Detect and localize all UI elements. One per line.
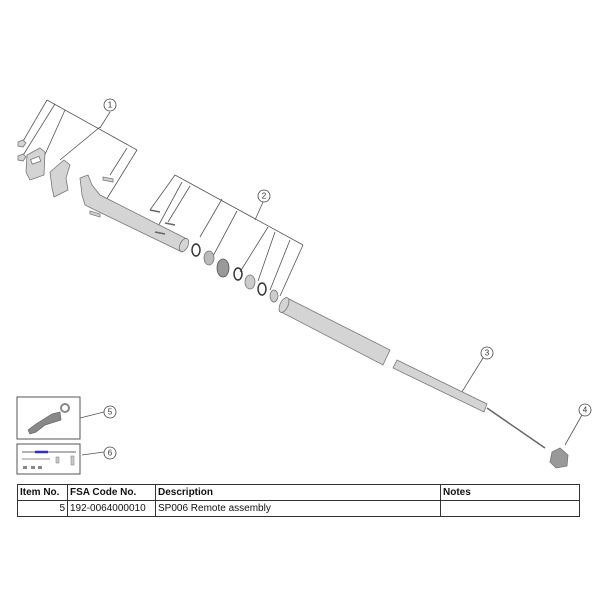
lower-tube bbox=[280, 297, 391, 366]
saddle-clamp bbox=[49, 159, 71, 198]
bolt bbox=[89, 210, 101, 218]
bushing bbox=[244, 274, 256, 290]
seal-head bbox=[216, 258, 230, 278]
bolt bbox=[102, 176, 114, 183]
o-ring bbox=[257, 282, 267, 296]
exploded-parts-diagram: 1 2 3 4 5 6 bbox=[16, 98, 592, 475]
callout-3: 3 bbox=[480, 346, 494, 360]
callout-2-label: 2 bbox=[262, 192, 267, 201]
bushing bbox=[269, 289, 279, 303]
o-ring bbox=[191, 243, 201, 257]
header-description: Description bbox=[155, 484, 441, 501]
header-notes: Notes bbox=[440, 484, 580, 501]
table-row: 5 192-0064000010 SP006 Remote assembly bbox=[17, 500, 580, 517]
callout-5-label: 5 bbox=[108, 408, 113, 417]
cable-actuator bbox=[549, 447, 569, 469]
clamp-plate bbox=[25, 147, 46, 181]
callout-4: 4 bbox=[578, 403, 592, 417]
leader-lines bbox=[21, 99, 583, 456]
parts bbox=[17, 139, 569, 469]
callout-6-label: 6 bbox=[108, 449, 113, 458]
callout-2: 2 bbox=[257, 189, 271, 203]
cell-notes bbox=[440, 500, 580, 517]
callout-1: 1 bbox=[103, 98, 117, 112]
nut-part bbox=[17, 139, 27, 148]
callouts: 1 2 3 4 5 6 bbox=[103, 98, 592, 460]
bushing bbox=[203, 250, 215, 266]
cell-description: SP006 Remote assembly bbox=[155, 500, 441, 517]
inset-remote bbox=[16, 396, 81, 440]
inset-cable-kit bbox=[16, 443, 81, 475]
cell-item-no: 5 bbox=[17, 500, 68, 517]
callout-6: 6 bbox=[103, 446, 117, 460]
parts-table: Item No. FSA Code No. Description Notes … bbox=[17, 484, 580, 517]
nut-part bbox=[17, 153, 27, 162]
table-header-row: Item No. FSA Code No. Description Notes bbox=[17, 484, 580, 501]
callout-5: 5 bbox=[103, 405, 117, 419]
cell-fsa-code: 192-0064000010 bbox=[67, 500, 156, 517]
cartridge bbox=[392, 359, 488, 413]
o-ring bbox=[233, 267, 243, 281]
callout-1-label: 1 bbox=[108, 101, 113, 110]
callout-4-label: 4 bbox=[583, 406, 588, 415]
header-item-no: Item No. bbox=[17, 484, 68, 501]
callout-3-label: 3 bbox=[485, 349, 490, 358]
header-fsa-code: FSA Code No. bbox=[67, 484, 156, 501]
